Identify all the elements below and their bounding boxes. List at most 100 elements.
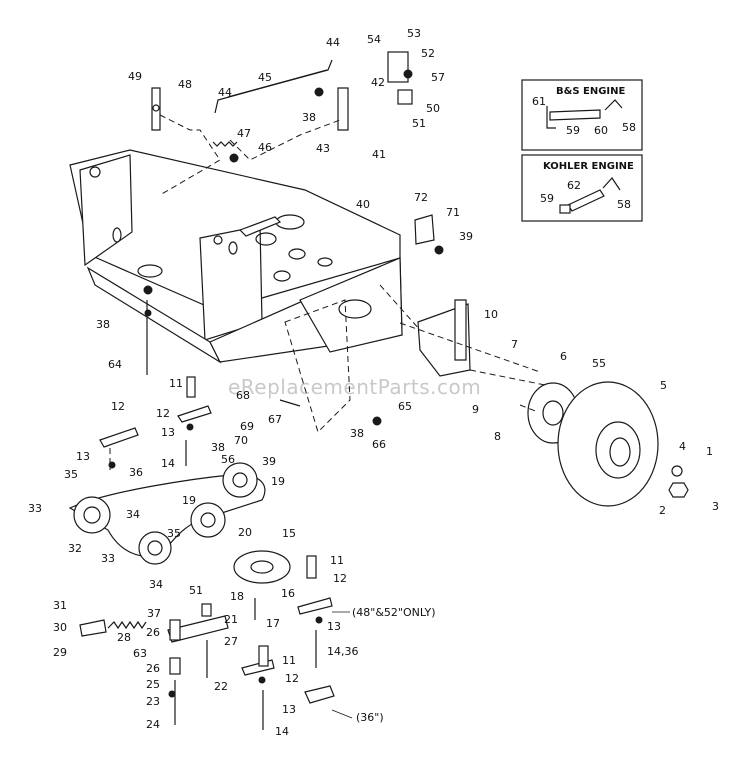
callout-26a: 26 <box>146 626 160 639</box>
bs-engine-box: B&S ENGINE 61 59 60 58 <box>521 79 643 151</box>
callout-47: 47 <box>237 127 251 140</box>
bs-callout-61: 61 <box>532 95 546 108</box>
callout-12d: 12 <box>285 672 299 685</box>
callout-49: 49 <box>128 70 142 83</box>
callout-10: 10 <box>484 308 498 321</box>
callout-15: 15 <box>282 527 296 540</box>
callout-39a: 39 <box>459 230 473 243</box>
callout-22: 22 <box>214 680 228 693</box>
callout-19b: 19 <box>182 494 196 507</box>
kohler-callout-58: 58 <box>617 198 631 211</box>
callout-54: 54 <box>367 33 381 46</box>
callout-23: 23 <box>146 695 160 708</box>
callout-14b: 14,36 <box>327 645 359 658</box>
callout-labels: 1 2 3 4 5 6 7 8 9 10 11 11 11 12 12 12 1… <box>28 27 719 738</box>
kohler-callout-59: 59 <box>540 192 554 205</box>
callout-38a: 38 <box>302 111 316 124</box>
callout-12c: 12 <box>333 572 347 585</box>
callout-13b: 13 <box>161 426 175 439</box>
callout-31: 31 <box>53 599 67 612</box>
callout-19a: 19 <box>271 475 285 488</box>
callout-13c: 13 <box>327 620 341 633</box>
control-linkage <box>151 51 413 196</box>
callout-71: 71 <box>446 206 460 219</box>
callout-67: 67 <box>268 413 282 426</box>
callout-68: 68 <box>236 389 250 402</box>
main-frame <box>69 149 403 433</box>
callout-42: 42 <box>371 76 385 89</box>
callout-69: 69 <box>240 420 254 433</box>
callout-38c: 38 <box>350 427 364 440</box>
callout-63: 63 <box>133 647 147 660</box>
callout-14c: 14 <box>275 725 289 738</box>
callout-26b: 26 <box>146 662 160 675</box>
callout-8: 8 <box>494 430 501 443</box>
callout-38d: 38 <box>211 441 225 454</box>
callout-2: 2 <box>659 504 666 517</box>
callout-50: 50 <box>426 102 440 115</box>
callout-1: 1 <box>706 445 713 458</box>
deck-note-48-52: (48"&52"ONLY) <box>352 606 436 619</box>
callout-21: 21 <box>224 613 238 626</box>
wheel-assembly <box>527 381 689 507</box>
callout-11c: 11 <box>282 654 296 667</box>
callout-46: 46 <box>258 141 272 154</box>
callout-6: 6 <box>560 350 567 363</box>
callout-40: 40 <box>356 198 370 211</box>
callout-5: 5 <box>660 379 667 392</box>
callout-33a: 33 <box>28 502 42 515</box>
callout-12a: 12 <box>111 400 125 413</box>
callout-16: 16 <box>281 587 295 600</box>
callout-18: 18 <box>230 590 244 603</box>
callout-32: 32 <box>68 542 82 555</box>
callout-44a: 44 <box>326 36 340 49</box>
callout-24: 24 <box>146 718 160 731</box>
callout-11b: 11 <box>330 554 344 567</box>
callout-43: 43 <box>316 142 330 155</box>
callout-65: 65 <box>398 400 412 413</box>
callout-14a: 14 <box>161 457 175 470</box>
callout-29: 29 <box>53 646 67 659</box>
callout-45: 45 <box>258 71 272 84</box>
callout-39b: 39 <box>262 455 276 468</box>
callout-12b: 12 <box>156 407 170 420</box>
callout-72: 72 <box>414 191 428 204</box>
callout-27: 27 <box>224 635 238 648</box>
callout-56: 56 <box>221 453 235 466</box>
callout-36: 36 <box>129 466 143 479</box>
bs-engine-title: B&S ENGINE <box>556 86 626 97</box>
callout-51b: 51 <box>189 584 203 597</box>
callout-7: 7 <box>511 338 518 351</box>
callout-48: 48 <box>178 78 192 91</box>
callout-34b: 34 <box>149 578 163 591</box>
lower-hardware <box>79 69 541 730</box>
callout-64: 64 <box>108 358 122 371</box>
callout-9: 9 <box>472 403 479 416</box>
callout-28: 28 <box>117 631 131 644</box>
callout-34a: 34 <box>126 508 140 521</box>
callout-20: 20 <box>238 526 252 539</box>
pulley-belt-system <box>68 462 291 584</box>
kohler-engine-title: KOHLER ENGINE <box>543 161 634 172</box>
bs-callout-58: 58 <box>622 121 636 134</box>
callout-30: 30 <box>53 621 67 634</box>
callout-41: 41 <box>372 148 386 161</box>
callout-17: 17 <box>266 617 280 630</box>
callout-70: 70 <box>234 434 248 447</box>
callout-33b: 33 <box>101 552 115 565</box>
callout-51a: 51 <box>412 117 426 130</box>
callout-35a: 35 <box>64 468 78 481</box>
callout-35b: 35 <box>167 527 181 540</box>
callout-52: 52 <box>421 47 435 60</box>
callout-11a: 11 <box>169 377 183 390</box>
kohler-engine-box: KOHLER ENGINE 62 59 58 <box>521 154 643 222</box>
kohler-callout-62: 62 <box>567 179 581 192</box>
callout-57: 57 <box>431 71 445 84</box>
watermark-text: eReplacementParts.com <box>228 375 481 399</box>
bs-callout-59: 59 <box>566 124 580 137</box>
bs-callout-60: 60 <box>594 124 608 137</box>
callout-13d: 13 <box>282 703 296 716</box>
callout-3: 3 <box>712 500 719 513</box>
callout-44b: 44 <box>218 86 232 99</box>
